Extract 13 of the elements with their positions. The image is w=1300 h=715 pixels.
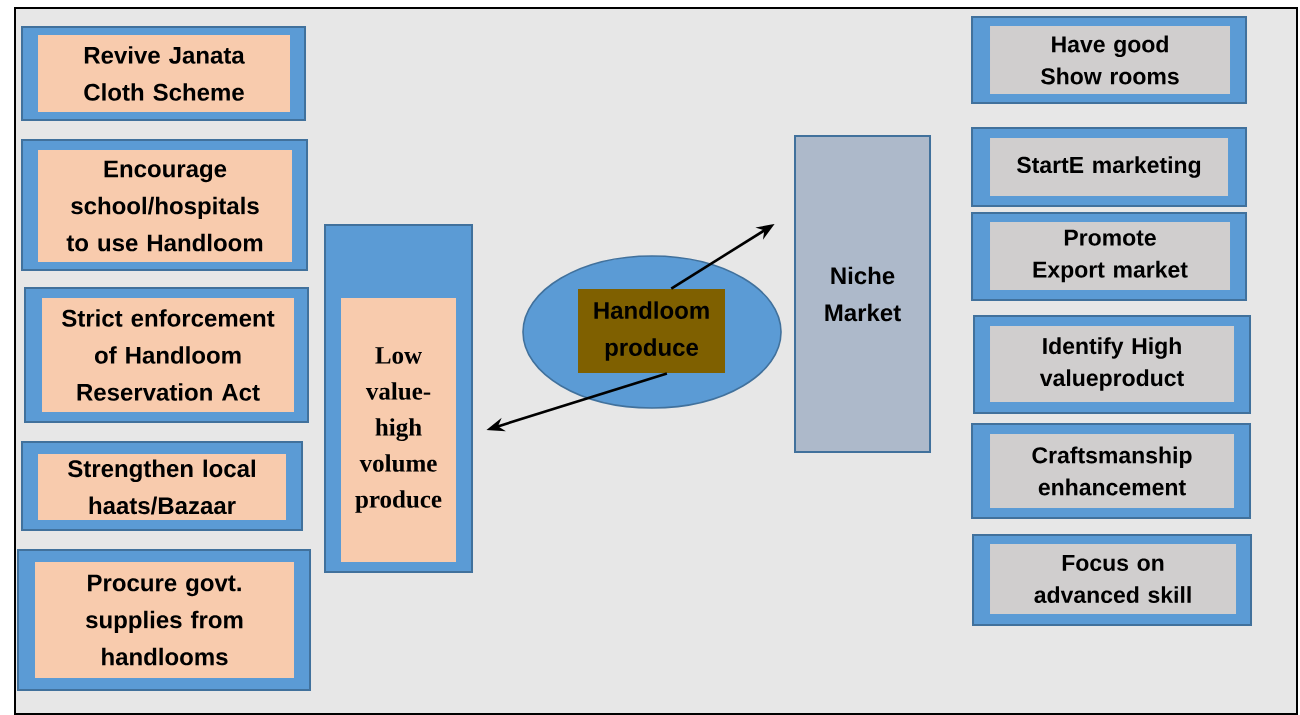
action-box: Craftsmanship enhancement bbox=[971, 423, 1251, 519]
action-box: StartE marketing bbox=[971, 127, 1247, 207]
action-box: Identify High valueproduct bbox=[973, 315, 1251, 414]
market-box: Niche Market bbox=[794, 135, 931, 453]
produce-box: Low value-high volume produce bbox=[324, 224, 473, 573]
action-box: Strict enforcement of Handloom Reservation Act bbox=[24, 287, 309, 423]
action-box: Focus on advanced skill bbox=[972, 534, 1252, 626]
action-box: Encourage school/hospitals to use Handloom bbox=[21, 139, 308, 271]
action-box: Revive Janata Cloth Scheme bbox=[21, 26, 306, 121]
action-box: Procure govt. supplies from handlooms bbox=[17, 549, 311, 691]
action-box: Strengthen local haats/Bazaar bbox=[21, 441, 303, 531]
action-box: Promote Export market bbox=[971, 212, 1247, 301]
action-box: Have good Show rooms bbox=[971, 16, 1247, 104]
